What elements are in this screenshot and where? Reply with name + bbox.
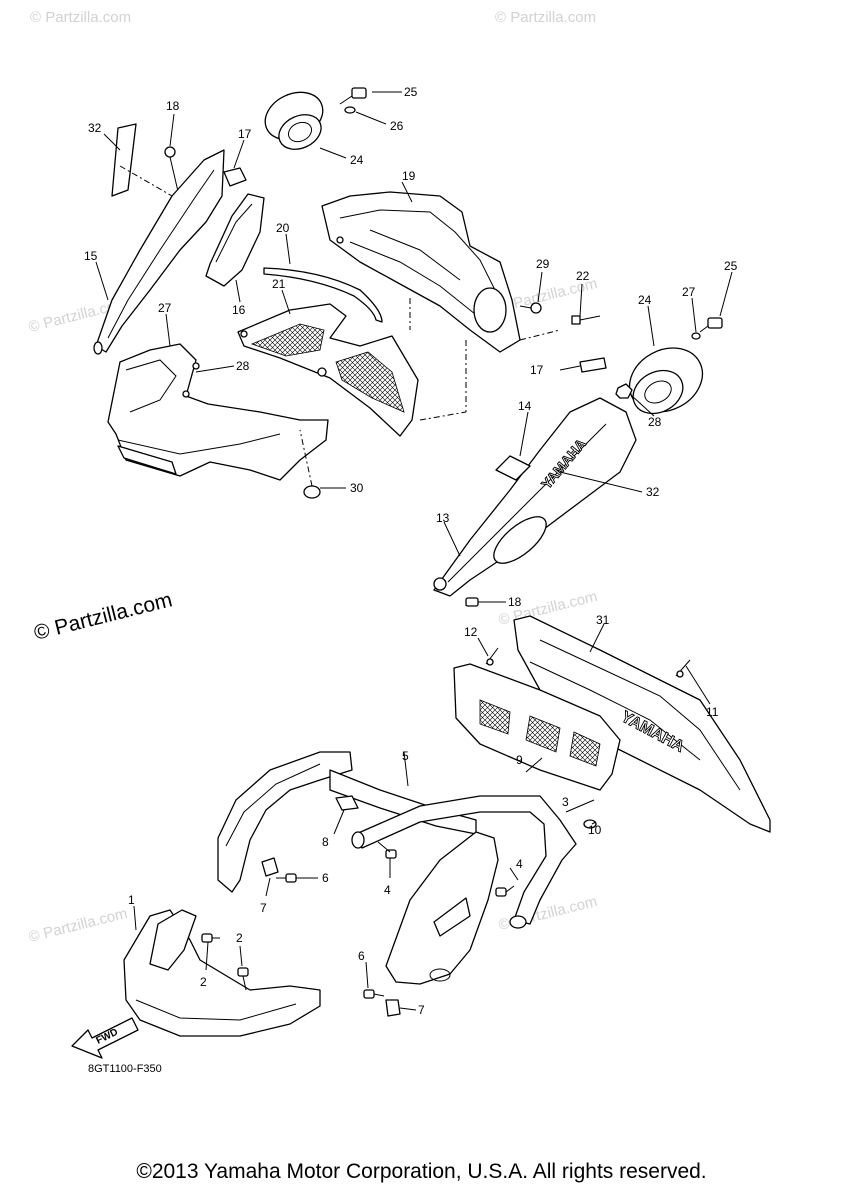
callout-26: 28 [648,415,662,429]
part-clip-7-lower [385,999,401,1017]
part-inner-panel-16 [205,193,265,287]
part-frame-9 [453,663,621,791]
copyright-footer: ©2013 Yamaha Motor Corporation, U.S.A. A… [136,1160,707,1183]
part-cap-23-right [628,347,704,415]
part-bolt-4-right [495,885,515,897]
callout-32: 32 [88,121,102,135]
part-clip-11 [675,659,691,678]
watermark: © Partzilla.com [497,893,599,934]
part-cowl-19 [321,191,521,353]
part-bolt-4 [377,841,397,859]
part-pad-8 [335,795,359,811]
diagram-code: 8GT1100-F350 [88,1063,162,1075]
part-bolt-29 [519,302,542,314]
part-bolt-18-right [465,597,490,607]
callout-28: 28 [236,359,250,373]
part-bolt-6-lower [363,989,385,999]
callout-2: 2 [200,975,207,989]
callout-31: 31 [596,613,610,627]
callout-7: 7 [260,901,267,915]
callout-16: 16 [232,303,246,317]
part-side-cover-15 [93,149,225,355]
part-side-cover-13: YAMAHA [433,397,637,597]
callout-27: 27 [158,301,172,315]
callout-23: 24 [350,153,364,167]
part-pad-17-right [579,357,607,373]
callout-25-right: 27 [682,285,696,299]
part-cap-23-left [264,91,324,150]
part-grill-31: YAMAHA [513,615,771,833]
part-tube-3 [351,795,577,929]
callout-4-right: 4 [516,857,523,871]
callout-18: 18 [166,99,180,113]
part-pad-17 [223,167,247,187]
callout-6: 6 [322,871,329,885]
part-bolt-24-top [339,87,367,114]
part-nut-26 [615,383,633,399]
callout-18-right: 18 [508,595,522,609]
part-bolt-2-lower [237,967,249,991]
part-bolt-24-right [691,317,723,340]
fwd-arrow-icon: FWD [71,1017,139,1059]
callout-17: 17 [238,127,252,141]
callout-9: 9 [516,753,523,767]
part-bolt-6 [276,873,297,883]
part-nut-30 [299,429,321,499]
callout-32-right: 32 [646,485,660,499]
part-bolt-2 [201,933,220,943]
callout-5: 5 [402,749,409,763]
callout-7-lower: 7 [418,1003,425,1017]
part-grill-21 [237,303,419,437]
callout-14: 14 [518,399,532,413]
part-duct-27 [107,343,329,481]
callout-19: 19 [402,169,416,183]
callout-10: 10 [588,823,602,837]
callout-6-lower: 6 [358,949,365,963]
part-front-bumper-1 [123,909,321,1037]
callout-1: 1 [128,893,135,907]
callout-29: 29 [536,257,550,271]
callout-24: 25 [404,85,418,99]
part-washer-10 [583,819,597,829]
callout-8: 8 [322,835,329,849]
callout-23-right: 24 [638,293,652,307]
callout-leaders [95,91,733,1011]
part-trim-20 [263,267,383,323]
part-decal-32 [111,123,173,197]
callout-17-right: 17 [530,363,544,377]
callout-20: 20 [276,221,290,235]
callout-11: 11 [706,705,719,719]
part-clip-7 [261,857,279,877]
watermark: © Partzilla.com [30,9,131,26]
callout-2-upper: 2 [236,931,243,945]
callout-21: 21 [272,277,286,291]
callout-24-right: 25 [724,259,738,273]
callouts: 32 18 17 25 26 24 19 15 16 20 21 27 28 3… [84,85,738,1017]
part-mount-right [385,831,499,985]
watermark: © Partzilla.com [27,905,129,946]
callout-25: 26 [390,119,404,133]
watermark-main: © Partzilla.com [32,588,175,645]
part-clip-12 [485,647,499,666]
part-rivet-22 [571,315,601,325]
callout-22: 22 [576,269,590,283]
callout-12: 12 [464,625,478,639]
callout-3: 3 [562,795,569,809]
callout-30: 30 [350,481,364,495]
callout-13: 13 [436,511,450,525]
callout-15: 15 [84,249,98,263]
callout-4: 4 [384,883,391,897]
watermark: © Partzilla.com [495,9,596,26]
